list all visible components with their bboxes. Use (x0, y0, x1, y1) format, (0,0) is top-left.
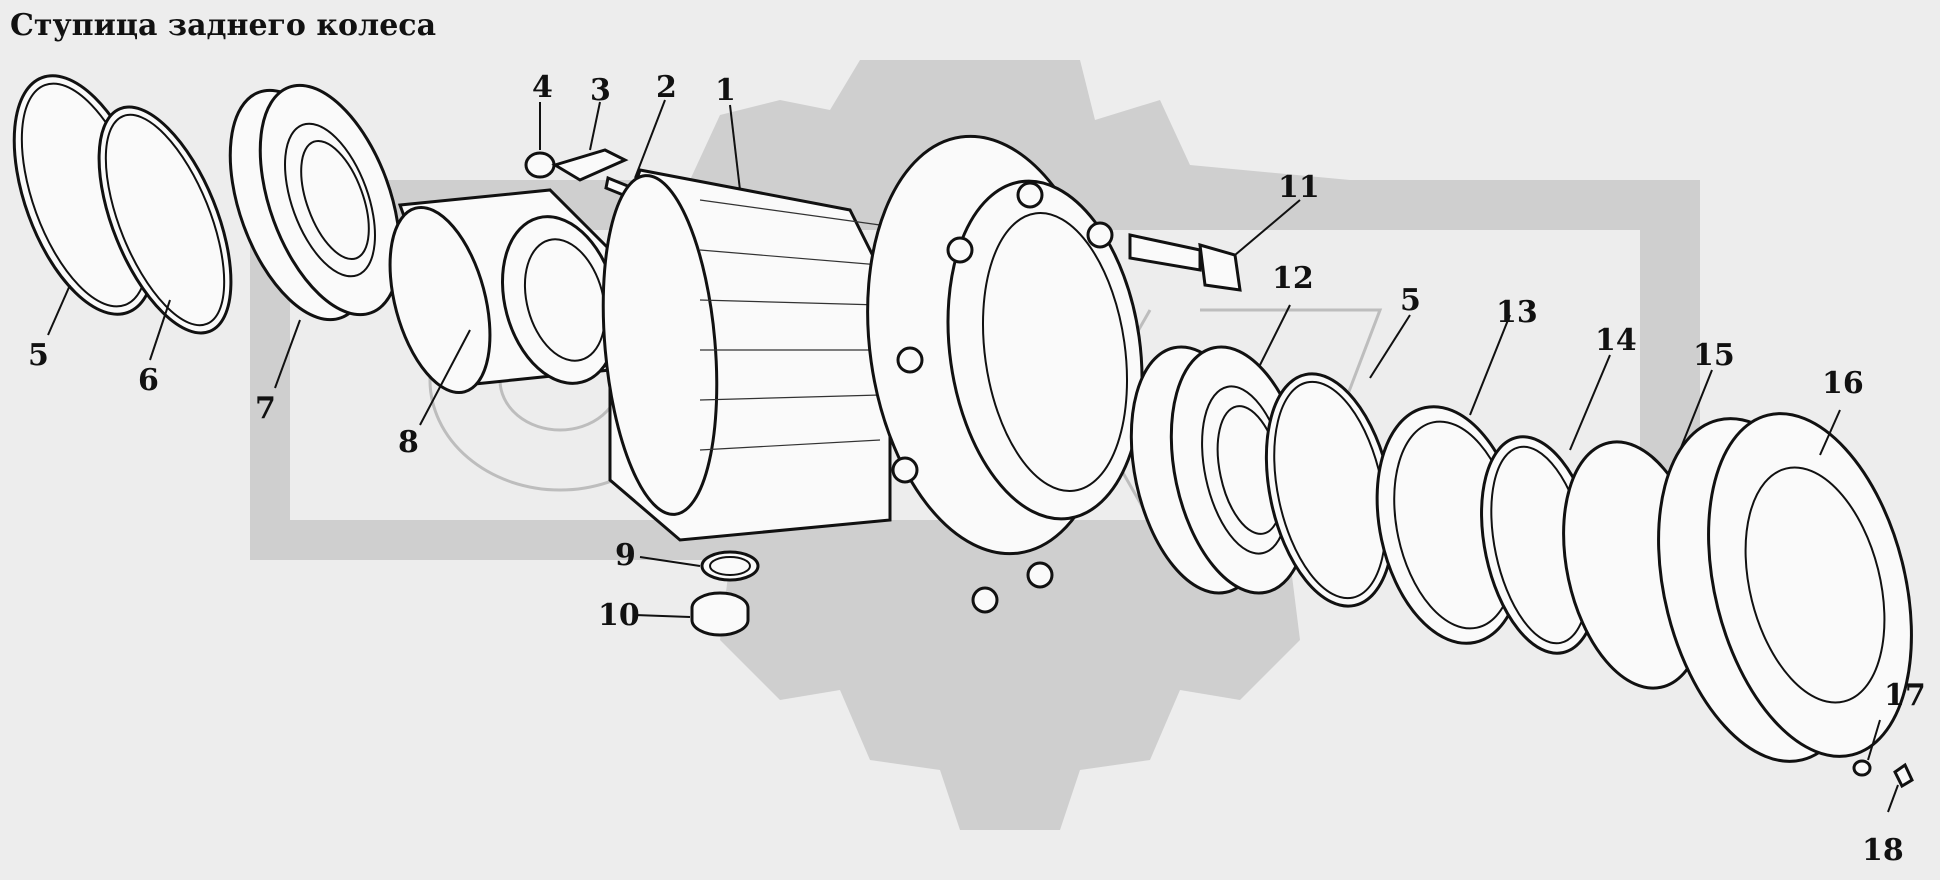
part-3-lock-plate (551, 148, 629, 182)
part-4-nut (524, 151, 556, 179)
callout-17: 17 (1884, 678, 1926, 713)
callout-12: 12 (1272, 261, 1314, 296)
callout-18: 18 (1862, 833, 1904, 868)
callout-5-right: 5 (1400, 283, 1421, 318)
callout-10: 10 (598, 598, 640, 633)
part-1-hub-flange (866, 134, 1144, 614)
leader-lines (47, 99, 1899, 813)
callout-7: 7 (255, 391, 276, 426)
callout-2: 2 (656, 70, 677, 105)
callout-14: 14 (1595, 323, 1637, 358)
part-17-washer (1852, 759, 1872, 777)
part-16-cover (1657, 412, 1913, 763)
callout-4: 4 (532, 70, 553, 105)
part-7-bearing-left (228, 83, 402, 322)
part-1-hub-housing (601, 168, 892, 542)
diagram-title: Ступица заднего колеса (10, 8, 437, 43)
part-10-plug (690, 591, 750, 637)
part-6-spacer-ring (97, 105, 233, 335)
callout-6: 6 (138, 363, 159, 398)
part-11-bolt (1128, 233, 1242, 292)
callout-labels: 1 2 3 4 5 5 6 7 8 9 10 11 12 13 14 15 16… (28, 70, 1926, 868)
callout-9: 9 (615, 538, 636, 573)
callout-15: 15 (1693, 338, 1735, 373)
callout-5-left: 5 (28, 338, 49, 373)
callout-13: 13 (1496, 295, 1538, 330)
part-9-seal-ring (700, 550, 760, 582)
callout-8: 8 (398, 425, 419, 460)
callout-11: 11 (1278, 170, 1320, 205)
callout-16: 16 (1822, 366, 1864, 401)
part-18-screw (1893, 762, 1914, 789)
callout-3: 3 (590, 73, 611, 108)
callout-1: 1 (715, 73, 736, 108)
